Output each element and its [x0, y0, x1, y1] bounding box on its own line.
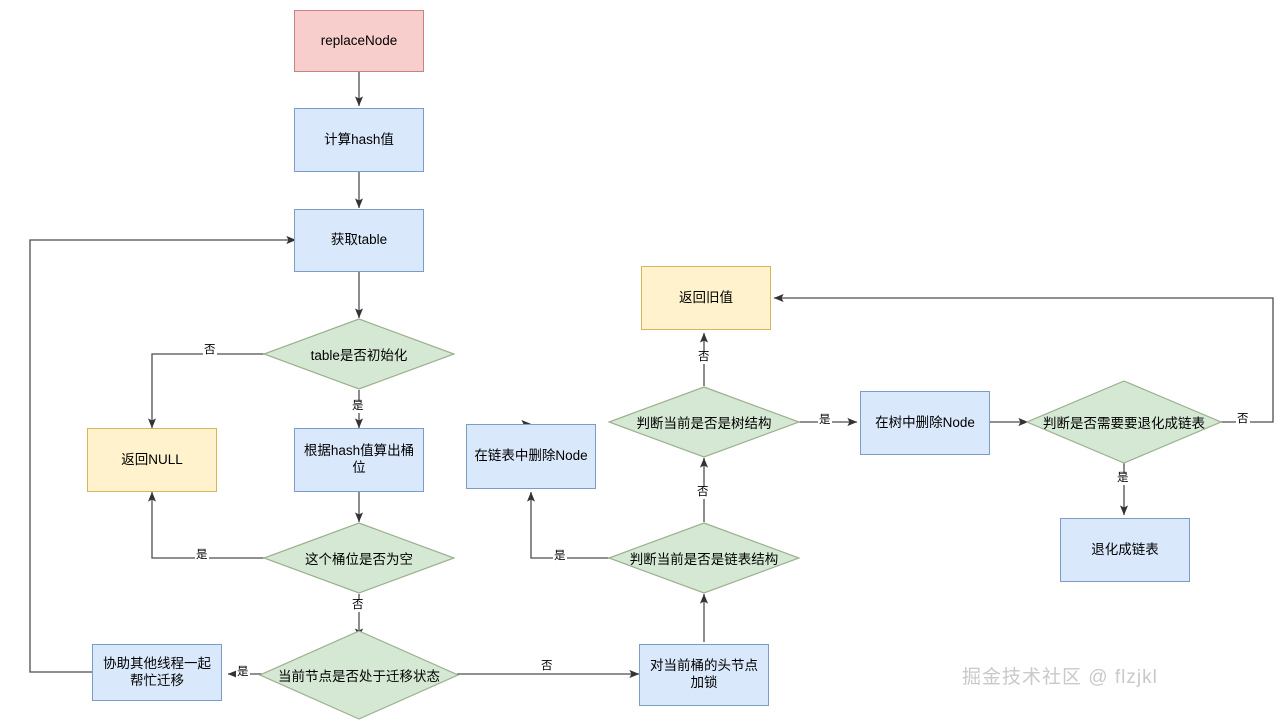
edge-label-bucket-empty-no: 否 — [351, 599, 365, 612]
edge-label-migrating-no: 否 — [540, 660, 554, 673]
node-is-tree[interactable]: 判断当前是否是树结构 — [607, 386, 801, 458]
node-start[interactable]: replaceNode — [294, 10, 424, 72]
node-return-null[interactable]: 返回NULL — [87, 428, 217, 492]
node-table-init[interactable]: table是否初始化 — [262, 318, 456, 390]
node-calc-bucket-label: 根据hash值算出桶 位 — [303, 443, 415, 475]
watermark-text: 掘金技术社区 @ flzjkl — [962, 667, 1158, 688]
node-help-migrate[interactable]: 协助其他线程一起 帮忙迁移 — [92, 644, 222, 701]
edge-label-is-list-yes: 是 — [553, 550, 567, 563]
edge-label-is-tree-no: 否 — [697, 351, 711, 364]
node-remove-in-list[interactable]: 在链表中删除Node — [466, 424, 596, 489]
node-calc-hash[interactable]: 计算hash值 — [294, 108, 424, 172]
bucket-empty-shape — [262, 522, 456, 594]
is-list-shape — [607, 522, 801, 594]
node-untreeify[interactable]: 退化成链表 — [1060, 518, 1190, 582]
edge-label-need-untree-yes: 是 — [1116, 472, 1130, 485]
node-return-old-label: 返回旧值 — [679, 289, 733, 305]
node-remove-in-tree-label: 在树中删除Node — [875, 414, 975, 430]
edge-label-is-tree-yes: 是 — [818, 414, 832, 427]
node-is-list[interactable]: 判断当前是否是链表结构 — [607, 522, 801, 594]
node-calc-hash-label: 计算hash值 — [324, 131, 394, 147]
node-start-label: replaceNode — [320, 32, 398, 48]
node-remove-in-list-label: 在链表中删除Node — [474, 448, 588, 464]
node-get-table[interactable]: 获取table — [294, 209, 424, 272]
edge-label-table-init-yes: 是 — [351, 400, 365, 413]
edge-is-list-yes-to-remove-list — [526, 491, 610, 559]
edge-table-init-no-to-return-null — [147, 353, 265, 429]
node-help-migrate-label: 协助其他线程一起 帮忙迁移 — [103, 655, 211, 688]
need-untreeify-shape — [1025, 380, 1223, 464]
edge-label-need-untree-no: 否 — [1236, 413, 1250, 426]
is-tree-shape — [607, 386, 801, 458]
node-untreeify-label: 退化成链表 — [1091, 541, 1159, 557]
node-lock-head-label: 对当前桶的头节点 加锁 — [650, 658, 758, 690]
edge-label-table-init-no: 否 — [203, 344, 217, 357]
node-get-table-label: 获取table — [330, 232, 388, 248]
node-return-null-label: 返回NULL — [121, 451, 183, 467]
node-calc-bucket[interactable]: 根据hash值算出桶 位 — [294, 428, 424, 492]
node-lock-head[interactable]: 对当前桶的头节点 加锁 — [639, 644, 769, 706]
node-bucket-empty[interactable]: 这个桶位是否为空 — [262, 522, 456, 594]
node-need-untreeify[interactable]: 判断是否需要要退化成链表 — [1025, 380, 1223, 464]
node-return-old[interactable]: 返回旧值 — [641, 266, 771, 330]
table-init-shape — [262, 318, 456, 390]
edge-help-migrate-to-get-table — [29, 235, 297, 673]
edge-bucket-empty-yes-to-return-null — [147, 491, 265, 559]
node-migrating[interactable]: 当前节点是否处于迁移状态 — [258, 630, 460, 720]
edge-label-migrating-yes: 是 — [236, 666, 250, 679]
edge-label-bucket-empty-yes: 是 — [195, 549, 209, 562]
node-remove-in-tree[interactable]: 在树中删除Node — [860, 391, 990, 455]
edge-label-is-list-no: 否 — [696, 486, 710, 499]
migrating-shape — [258, 630, 460, 720]
